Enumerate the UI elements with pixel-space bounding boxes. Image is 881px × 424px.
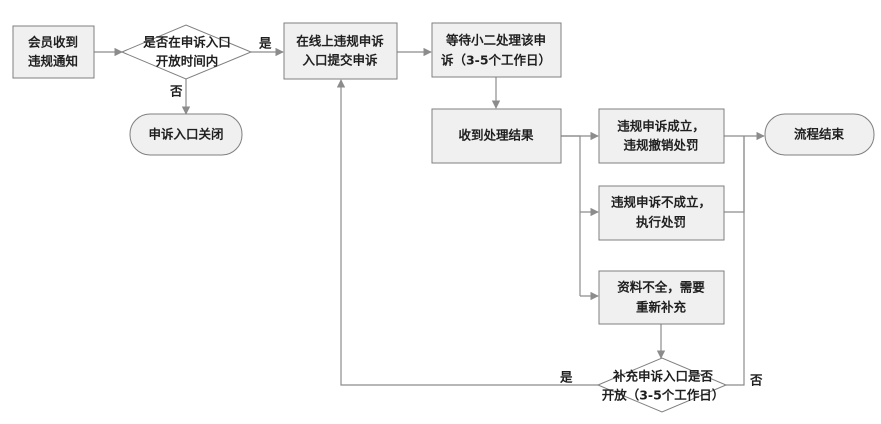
edge-label-supplement-no: 否: [749, 373, 763, 388]
node-supplement-decision-line1: 补充申诉入口是否: [612, 369, 714, 384]
node-appeal-open-decision: 是否在申诉入口 开放时间内: [120, 24, 253, 80]
edge-label-open-no: 否: [169, 84, 183, 99]
node-receive-violation: 会员收到 违规通知: [12, 25, 95, 79]
node-appeal-closed: 申诉入口关闭: [129, 113, 243, 156]
node-appeal-rejected-line2: 执行处罚: [636, 215, 686, 230]
edge-label-supplement-yes: 是: [559, 370, 573, 385]
node-wait-processing-line2: 诉（3-5个工作日）: [441, 53, 551, 68]
edges: [94, 47, 765, 386]
edge-supplement-yes-to-submit: [336, 79, 598, 386]
edge-label-open-yes: 是: [258, 36, 272, 51]
node-process-end-label: 流程结束: [794, 127, 845, 142]
edge-result-branch-trunk: [561, 135, 581, 296]
node-appeal-open-decision-line2: 开放时间内: [156, 54, 219, 69]
node-appeal-rejected: 违规申诉不成立， 执行处罚: [598, 185, 725, 241]
node-wait-processing: 等待小二处理该申 诉（3-5个工作日）: [431, 22, 562, 78]
node-receive-result-label: 收到处理结果: [458, 128, 534, 143]
node-appeal-rejected-line1: 违规申诉不成立，: [611, 195, 711, 210]
node-incomplete-docs-line2: 重新补充: [636, 300, 687, 315]
node-appeal-open-decision-line1: 是否在申诉入口: [142, 35, 231, 50]
node-supplement-decision-line2: 开放（3-5个工作日）: [602, 388, 725, 403]
node-wait-processing-line1: 等待小二处理该申: [445, 33, 546, 48]
node-incomplete-docs: 资料不全，需要 重新补充: [598, 270, 725, 325]
node-incomplete-docs-line1: 资料不全，需要: [617, 280, 705, 295]
edge-supplement-no-to-end: [726, 136, 745, 386]
node-appeal-upheld-line2: 违规撤销处罚: [623, 138, 698, 153]
node-appeal-closed-label: 申诉入口关闭: [148, 127, 223, 142]
node-receive-result: 收到处理结果: [431, 108, 562, 164]
node-submit-appeal: 在线上违规申诉 入口提交申诉: [283, 22, 398, 80]
node-submit-appeal-line1: 在线上违规申诉: [296, 34, 384, 49]
node-supplement-decision: 补充申诉入口是否 开放（3-5个工作日）: [596, 357, 728, 413]
node-appeal-upheld-line1: 违规申诉成立，: [617, 119, 705, 134]
node-process-end: 流程结束: [764, 113, 875, 156]
node-submit-appeal-line2: 入口提交申诉: [302, 53, 378, 68]
node-receive-violation-line2: 违规通知: [28, 54, 78, 69]
node-receive-violation-line1: 会员收到: [28, 35, 78, 50]
node-appeal-upheld: 违规申诉成立， 违规撤销处罚: [598, 108, 725, 164]
edge-rejected-to-end: [724, 136, 745, 213]
